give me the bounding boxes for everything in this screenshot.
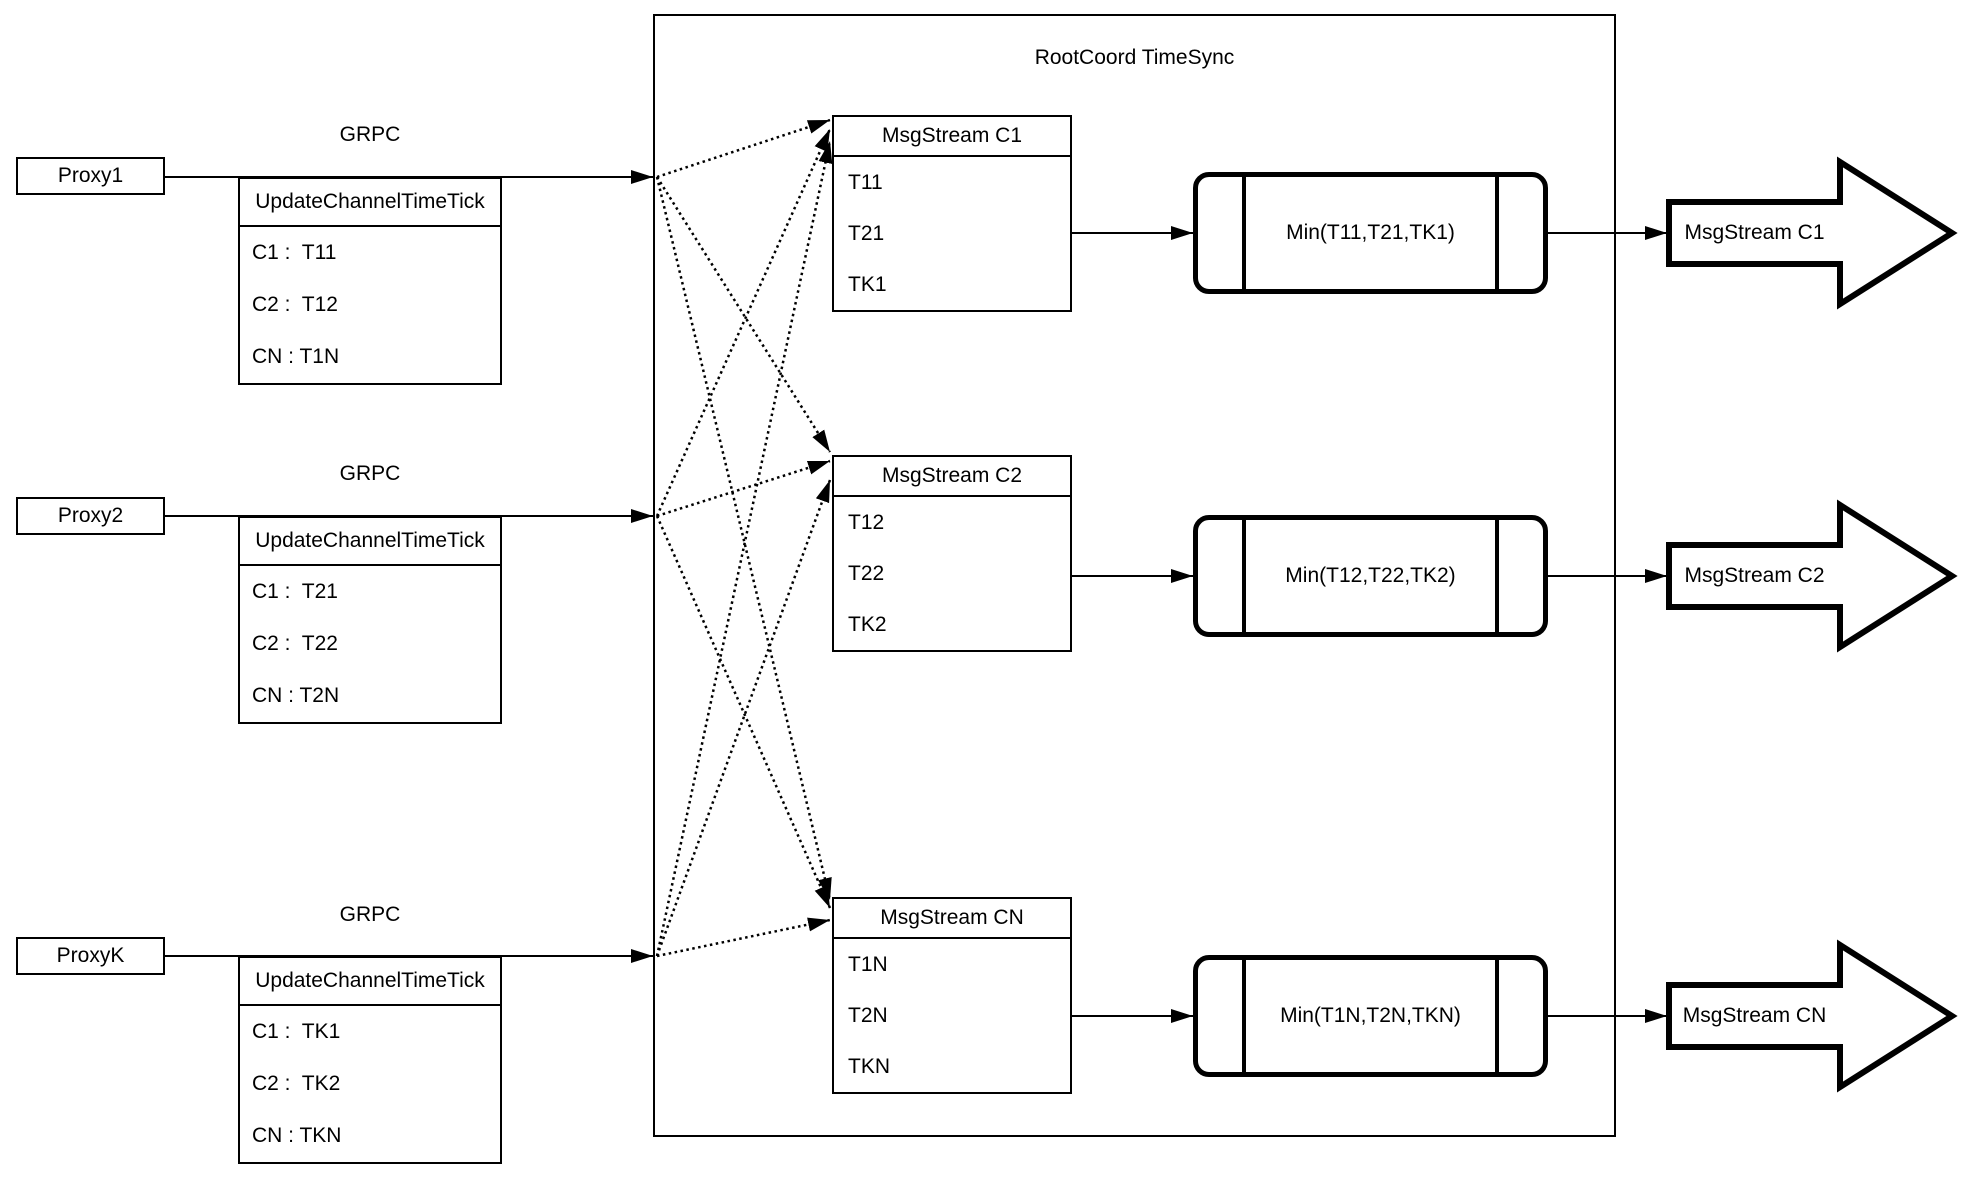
grpc-label-3: GRPC xyxy=(339,903,401,926)
min-box-divider xyxy=(1495,520,1499,632)
update-tick-table-2-header: UpdateChannelTimeTick xyxy=(240,518,500,566)
dotted-arrow-p2-c2 xyxy=(656,459,831,518)
table-row: CN : T2N xyxy=(252,684,340,707)
grpc-label-1: GRPC xyxy=(339,123,401,146)
min-box-c1: Min(T11,T21,TK1) xyxy=(1193,172,1548,294)
dotted-arrow-pk-c1 xyxy=(655,140,833,957)
dotted-arrow-p2-cn xyxy=(655,515,832,909)
msgstream-c2-header: MsgStream C2 xyxy=(834,457,1070,497)
table-row: C1 : T11 xyxy=(252,241,337,264)
table-row: CN : TKN xyxy=(252,1124,342,1147)
dotted-arrow-p1-c2 xyxy=(655,176,832,453)
proxy2-box: Proxy2 xyxy=(16,497,165,535)
proxyk-box: ProxyK xyxy=(16,937,165,975)
block-arrow-msgstream-c1 xyxy=(1666,156,1958,310)
dotted-fanout-arrows xyxy=(655,118,833,958)
update-tick-table-1-header: UpdateChannelTimeTick xyxy=(240,179,500,227)
rootcoord-title: RootCoord TimeSync xyxy=(1034,46,1235,69)
dotted-arrow-p1-cn xyxy=(655,176,832,901)
table-row: C2 : TK2 xyxy=(252,1072,341,1095)
table-row: T1N xyxy=(848,952,888,976)
dotted-arrow-p1-c1 xyxy=(656,118,831,179)
table-row: C2 : T22 xyxy=(252,632,338,655)
table-row: T2N xyxy=(848,1003,888,1027)
update-tick-table-3-header: UpdateChannelTimeTick xyxy=(240,958,500,1006)
block-arrow-msgstream-cn xyxy=(1666,939,1958,1093)
update-tick-table-2: UpdateChannelTimeTick C1 : T21 C2 : T22 … xyxy=(238,516,502,724)
min-box-divider xyxy=(1242,960,1246,1072)
table-row: TK2 xyxy=(848,612,887,636)
output-label-c1: MsgStream C1 xyxy=(1684,221,1825,244)
proxy1-box: Proxy1 xyxy=(16,157,165,195)
update-tick-table-3: UpdateChannelTimeTick C1 : TK1 C2 : TK2 … xyxy=(238,956,502,1164)
min-label-cn: Min(T1N,T2N,TKN) xyxy=(1280,1004,1461,1027)
min-box-divider xyxy=(1242,520,1246,632)
min-box-c2: Min(T12,T22,TK2) xyxy=(1193,515,1548,637)
table-row: CN : T1N xyxy=(252,345,340,368)
table-row: T12 xyxy=(848,510,885,534)
msgstream-c1-table: MsgStream C1 T11 T21 TK1 xyxy=(832,115,1072,312)
update-tick-table-1: UpdateChannelTimeTick C1 : T11 C2 : T12 … xyxy=(238,177,502,385)
output-label-cn: MsgStream CN xyxy=(1682,1004,1827,1027)
table-row: C2 : T12 xyxy=(252,293,338,316)
min-box-divider xyxy=(1495,177,1499,289)
table-row: T11 xyxy=(848,170,883,194)
dotted-arrow-pk-c2 xyxy=(655,479,832,957)
msgstream-c2-table: MsgStream C2 T12 T22 TK2 xyxy=(832,455,1072,652)
min-box-cn: Min(T1N,T2N,TKN) xyxy=(1193,955,1548,1077)
proxy1-label: Proxy1 xyxy=(57,164,124,187)
table-row: TKN xyxy=(848,1054,890,1078)
msgstream-cn-header: MsgStream CN xyxy=(834,899,1070,939)
msgstream-c1-header: MsgStream C1 xyxy=(834,117,1070,157)
proxy2-label: Proxy2 xyxy=(57,504,124,527)
block-arrow-msgstream-c2 xyxy=(1666,499,1958,653)
table-row: T22 xyxy=(848,561,885,585)
min-box-divider xyxy=(1242,177,1246,289)
table-row: TK1 xyxy=(848,272,887,296)
dotted-arrow-p2-c1 xyxy=(655,128,832,517)
table-row: T21 xyxy=(848,221,885,245)
min-label-c2: Min(T12,T22,TK2) xyxy=(1285,564,1456,587)
msgstream-cn-table: MsgStream CN T1N T2N TKN xyxy=(832,897,1072,1094)
proxyk-label: ProxyK xyxy=(56,944,125,967)
output-label-c2: MsgStream C2 xyxy=(1684,564,1825,587)
min-box-divider xyxy=(1495,960,1499,1072)
min-label-c1: Min(T11,T21,TK1) xyxy=(1286,221,1455,244)
table-row: C1 : TK1 xyxy=(252,1020,341,1043)
table-row: C1 : T21 xyxy=(252,580,338,603)
grpc-label-2: GRPC xyxy=(339,462,401,485)
dotted-arrow-pk-cn xyxy=(656,917,831,958)
